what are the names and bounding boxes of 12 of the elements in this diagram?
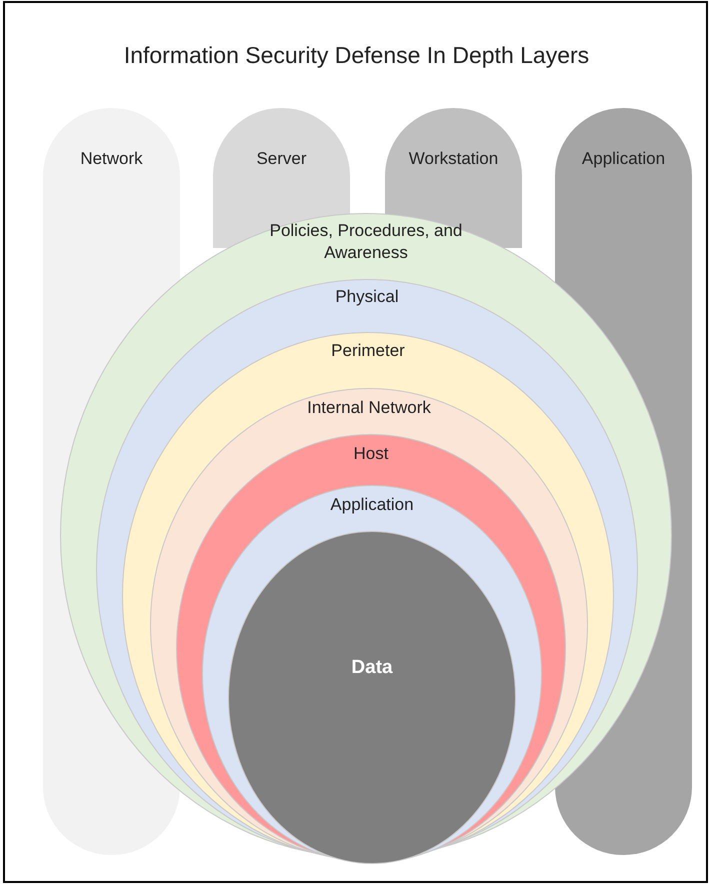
layer-label: Policies, Procedures, and Awareness <box>268 220 464 264</box>
layer-label: Network <box>80 148 143 170</box>
layer-label: Internal Network <box>307 397 431 419</box>
layer-label: Perimeter <box>331 340 405 362</box>
layer-label: Application <box>582 148 666 170</box>
layer-label: Workstation <box>408 148 498 170</box>
layer-label: Application <box>330 494 414 516</box>
layer-label: Physical <box>335 286 399 308</box>
layer-label: Data <box>351 657 393 679</box>
title: Information Security Defense In Depth Layers <box>124 42 590 69</box>
layer-label: Server <box>256 148 307 170</box>
layer-label: Host <box>354 443 388 465</box>
